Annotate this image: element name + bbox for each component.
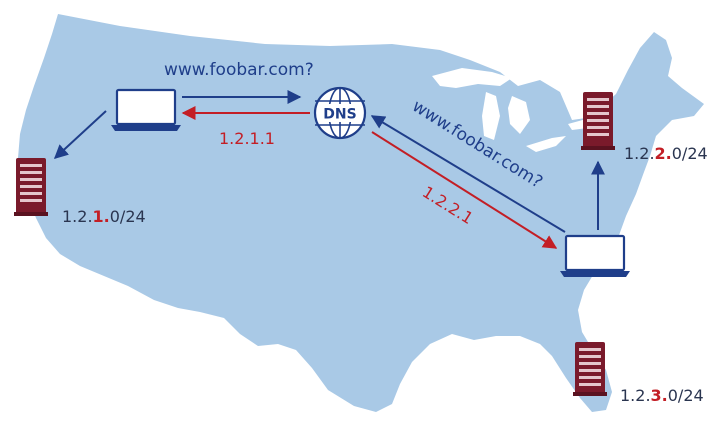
arrow-west-connect [53, 110, 107, 159]
lake-superior [432, 68, 512, 88]
lake-erie [526, 136, 566, 152]
server-icon [14, 158, 48, 216]
subnet-suffix: 0/24 [667, 386, 704, 405]
subnet-prefix: 1.2. [624, 144, 655, 163]
subnet-prefix: 1.2. [620, 386, 651, 405]
arrow-east-query [370, 115, 566, 233]
query-label-west: www.foobar.com? [164, 60, 314, 80]
lake-michigan [482, 92, 500, 140]
server-icon [573, 342, 607, 396]
laptop-icon [111, 88, 181, 131]
dns-globe-icon: DNS [313, 86, 367, 140]
subnet-suffix: 0/24 [109, 207, 146, 226]
server-icon [581, 92, 615, 150]
lake-huron [508, 96, 530, 134]
arrow-east-answer [371, 131, 558, 249]
subnet-suffix: 0/24 [671, 144, 708, 163]
subnet-label-southeast: 1.2.3.0/24 [620, 388, 704, 404]
dns-label: DNS [323, 107, 356, 123]
subnet-highlight: 2. [654, 144, 672, 163]
subnet-label-northeast: 1.2.2.0/24 [624, 146, 708, 162]
laptop-icon [560, 234, 630, 277]
subnet-highlight: 1. [92, 207, 110, 226]
subnet-prefix: 1.2. [62, 207, 93, 226]
subnet-highlight: 3. [650, 386, 668, 405]
answer-label-west: 1.2.1.1 [219, 129, 275, 148]
subnet-label-west: 1.2.1.0/24 [62, 209, 146, 225]
